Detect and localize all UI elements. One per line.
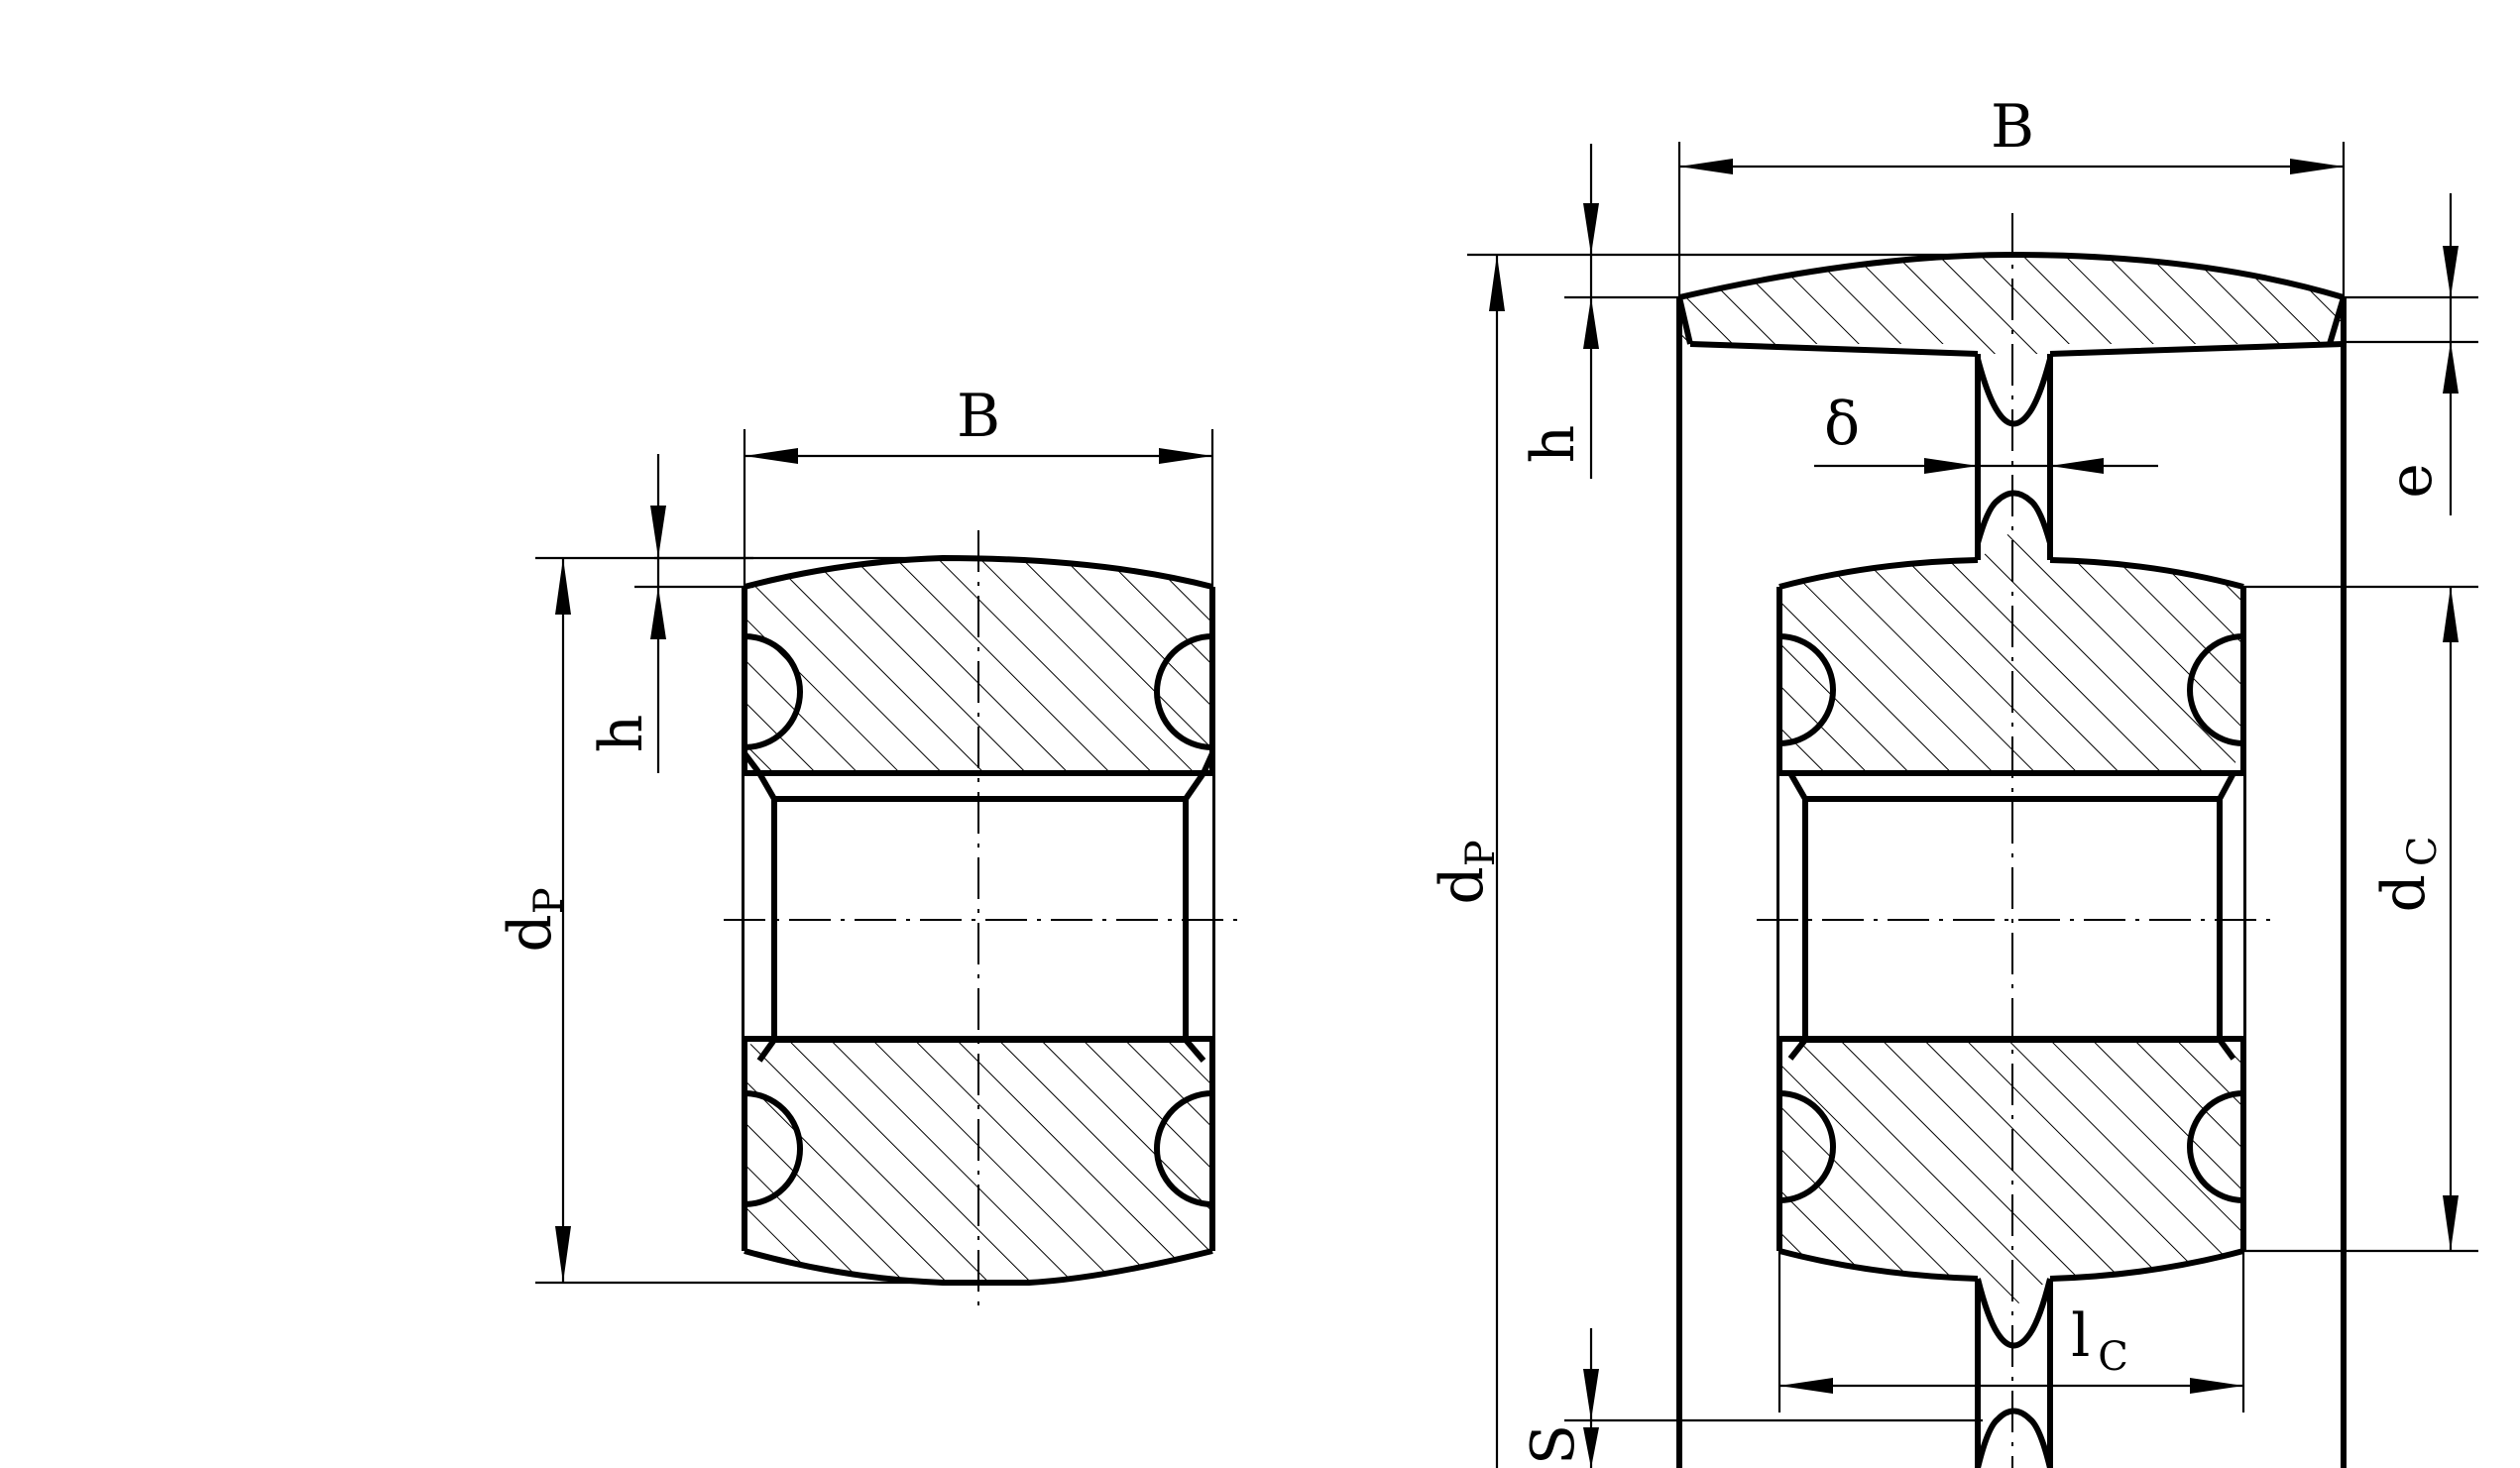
left-groove-tr [1154,633,1213,750]
right-hub-outline-top [1778,557,2244,590]
left-groove-br [1154,1090,1213,1207]
left-bore-shoulder-top [742,751,762,775]
left-groove-bl [744,1090,803,1207]
right-offset-label: e [2376,463,2446,499]
right-web-label: δ [1824,390,1860,459]
right-web-groove-mid [1975,490,2053,544]
svg-text:dP: dP [496,887,572,952]
svg-text:dC: dC [2369,836,2446,912]
right-dimensions: B dP h δ e [1428,92,2478,1468]
svg-text:h: h [1519,425,1588,464]
left-width-arrow-left [745,448,798,464]
right-hub-outline-bottom [1778,1248,2244,1282]
left-chamfer-bl [756,1038,777,1063]
right-bottom-label: S [1519,1424,1588,1465]
right-width-label: B [1991,92,2034,162]
left-width-label: B [957,382,1000,451]
svg-text:S: S [1519,1424,1588,1465]
right-rim-outline-bottom [1689,341,2345,357]
left-wheel-section [724,530,1237,1306]
right-wheel-section [1676,213,2347,1468]
left-dimensions: B dP h [496,382,1214,1285]
left-flange-label: h [587,715,656,753]
right-web-groove-bottom-2 [1975,1408,2053,1468]
left-chamfer-tl [756,771,777,801]
right-hub-lower-hatch [1779,1039,2243,1308]
left-width-arrow-right [1159,448,1212,464]
right-diameter-label: dP [1428,840,1504,904]
left-chamfer-tr [1183,771,1206,801]
left-groove-tl [744,633,803,750]
right-flange-label: h [1519,425,1588,464]
left-bore-shoulder-top-r [1201,751,1215,775]
right-hub-upper-hatch [1779,530,2243,773]
right-hub-diameter-label: dC [2369,836,2446,912]
svg-text:e: e [2376,463,2446,499]
left-outline-top [744,555,1213,590]
svg-text:dP: dP [1428,840,1504,904]
right-web-groove-bottom-1 [1975,1278,2053,1349]
left-chamfer-br [1183,1038,1206,1063]
svg-text:h: h [587,715,656,753]
left-diameter-label: dP [496,887,572,952]
right-web-groove-top [1975,358,2053,427]
